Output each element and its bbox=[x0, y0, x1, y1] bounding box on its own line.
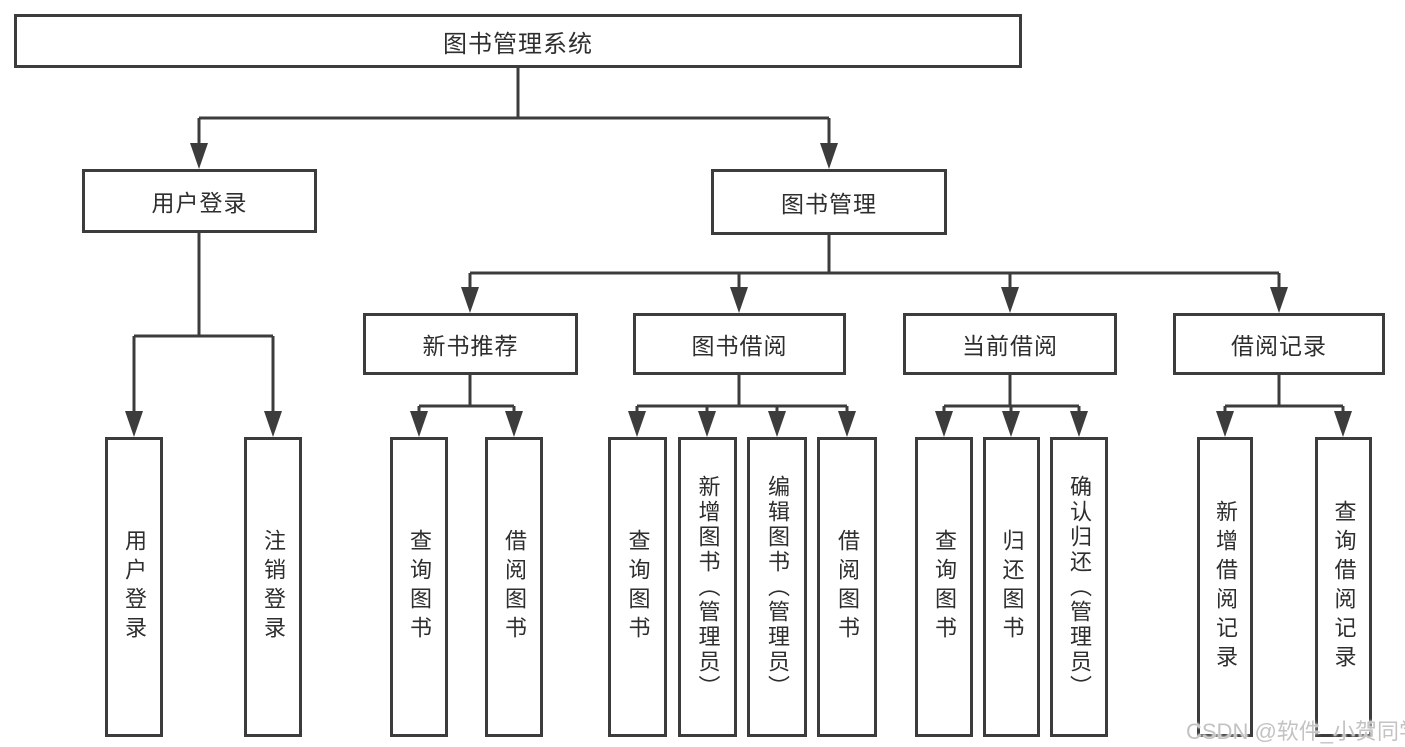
node-label: 查询图书 bbox=[625, 529, 651, 645]
arrowhead bbox=[505, 411, 523, 437]
arrowhead bbox=[628, 411, 646, 437]
node-label: 注销登录 bbox=[261, 529, 286, 645]
arrowhead bbox=[410, 411, 428, 437]
arrowhead bbox=[1334, 411, 1352, 437]
arrowhead bbox=[1002, 411, 1020, 437]
csdn-watermark: CSDN @软件_小贺同学 bbox=[1186, 719, 1405, 744]
node-label: 借阅图书 bbox=[835, 529, 860, 645]
node-leaf-edit-books-admin: 编辑图书（管理员） bbox=[747, 437, 807, 737]
node-leaf-confirm-return-admin: 确认归还（管理员） bbox=[1050, 437, 1108, 737]
arrowhead bbox=[768, 411, 786, 437]
node-label: 借阅图书 bbox=[502, 529, 527, 645]
node-label: 编辑图书（管理员） bbox=[765, 474, 790, 700]
node-leaf-query-books-1: 查询图书 bbox=[390, 437, 448, 737]
arrowhead bbox=[1070, 411, 1088, 437]
node-leaf-query-books-3: 查询图书 bbox=[915, 437, 973, 737]
node-label: 确认归还（管理员） bbox=[1067, 474, 1092, 700]
arrowhead bbox=[698, 411, 716, 437]
arrowhead bbox=[190, 143, 208, 169]
arrowhead bbox=[264, 411, 282, 437]
node-new-book-recommendation: 新书推荐 bbox=[363, 313, 578, 375]
node-label: 新增图书（管理员） bbox=[695, 474, 721, 700]
node-label: 新增借阅记录 bbox=[1213, 500, 1238, 674]
arrowhead bbox=[1001, 287, 1019, 313]
arrowhead bbox=[730, 287, 748, 313]
arrowhead bbox=[838, 411, 856, 437]
arrowhead bbox=[935, 411, 953, 437]
node-leaf-add-borrow-record: 新增借阅记录 bbox=[1197, 437, 1253, 737]
arrowhead bbox=[820, 143, 838, 169]
connector-currentborrow-to-leaves bbox=[935, 375, 1088, 437]
node-leaf-user-login: 用户登录 bbox=[105, 437, 163, 737]
arrowhead bbox=[461, 287, 479, 313]
connector-bookborrow-to-leaves bbox=[628, 375, 856, 437]
node-label: 查询借阅记录 bbox=[1331, 500, 1357, 674]
node-label: 用户登录 bbox=[122, 529, 147, 645]
node-label: 查询图书 bbox=[407, 529, 432, 645]
node-leaf-add-books-admin: 新增图书（管理员） bbox=[678, 437, 737, 737]
connector-borrowrecords-to-leaves bbox=[1216, 375, 1352, 437]
node-borrowing-records: 借阅记录 bbox=[1173, 313, 1385, 375]
connector-root-to-level2 bbox=[190, 68, 838, 169]
node-leaf-query-borrow-record: 查询借阅记录 bbox=[1315, 437, 1372, 737]
node-user-login: 用户登录 bbox=[82, 169, 317, 233]
node-leaf-borrow-books-2: 借阅图书 bbox=[817, 437, 877, 737]
node-leaf-return-books: 归还图书 bbox=[983, 437, 1040, 737]
node-leaf-query-books-2: 查询图书 bbox=[608, 437, 667, 737]
node-label: 查询图书 bbox=[932, 529, 957, 645]
node-leaf-logout: 注销登录 bbox=[244, 437, 302, 737]
arrowhead bbox=[125, 411, 143, 437]
node-book-management: 图书管理 bbox=[711, 169, 947, 235]
node-leaf-borrow-books-1: 借阅图书 bbox=[485, 437, 543, 737]
connector-bookmgmt-to-level3 bbox=[461, 235, 1288, 313]
arrowhead bbox=[1216, 411, 1234, 437]
connector-newbookrec-to-leaves bbox=[410, 375, 523, 437]
arrowhead bbox=[1270, 287, 1288, 313]
node-current-borrowing: 当前借阅 bbox=[903, 313, 1117, 375]
node-library-management-system: 图书管理系统 bbox=[14, 14, 1022, 68]
node-book-borrowing: 图书借阅 bbox=[633, 313, 846, 375]
node-label: 归还图书 bbox=[999, 529, 1025, 645]
connector-userlogin-to-leaves bbox=[125, 233, 282, 437]
